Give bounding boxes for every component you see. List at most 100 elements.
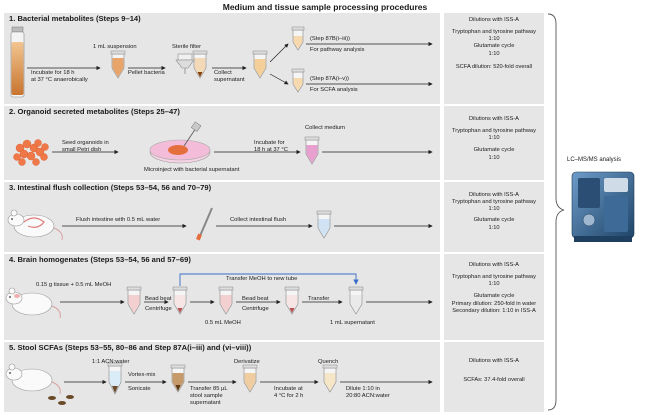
- mouse-icon: [7, 209, 63, 241]
- dilution-line: 1:10: [488, 281, 500, 288]
- dilution-panel-1: Dilutions with ISS-A Tryptophan and tyro…: [444, 13, 544, 104]
- label-microinject: Microinject with bacterial supernatant: [144, 167, 240, 173]
- dilution-line: Dilutions with ISS-A: [469, 116, 519, 122]
- label-flush: Flush intestine with 0.5 mL water: [76, 217, 161, 223]
- section-5-graphics: [5, 362, 433, 405]
- microtube-icon: [110, 50, 126, 79]
- section-band-2: 2. Organoid secreted metabolites (Steps …: [4, 106, 440, 180]
- dilution-line: Tryptophan and tyrosine pathway: [452, 128, 536, 135]
- petri-dish-icon: [149, 121, 211, 164]
- mouse-icon: [5, 287, 61, 319]
- flush-tube-icon: [316, 210, 332, 239]
- label-transfer-85: Transfer 85 µL stool sample supernatant: [190, 386, 228, 406]
- section-title-3: 3. Intestinal flush collection (Steps 53…: [9, 183, 212, 192]
- dilution-line: SCFAs: 37.4-fold overall: [463, 377, 525, 384]
- stool-supernatant-tube-icon: [170, 364, 186, 393]
- dilution-line: Secondary dilution: 1:10 in ISS-A: [452, 307, 536, 314]
- stool-tube-icon: [107, 362, 123, 395]
- section-band-1: 1. Bacterial metabolites (Steps 9–14): [4, 13, 440, 104]
- label-centrifuge-2: Centrifuge: [242, 306, 269, 312]
- label-pellet: Pellet bacteria: [128, 70, 165, 76]
- dilution-line: Tryptophan and tyrosine pathway: [452, 29, 536, 36]
- label-meoh: 0.5 mL MeOH: [205, 320, 241, 326]
- supernatant-tube-icon: [252, 50, 268, 79]
- dilution-line: 1:10: [488, 50, 500, 57]
- section-3-graphics: [7, 207, 433, 241]
- stool-pellets-icon: [48, 395, 74, 405]
- dilution-line: 1:10: [488, 135, 500, 142]
- section-4-graphics: [5, 273, 433, 319]
- dilution-line: Dilutions with ISS-A: [469, 17, 519, 23]
- label-incubate-4c: Incubate at 4 °C for 2 h: [274, 386, 304, 399]
- section-band-3: 3. Intestinal flush collection (Steps 53…: [4, 182, 440, 252]
- label-incubate-18h: Incubate for 18 h at 37 °C: [254, 140, 288, 153]
- quench-tube-icon: [322, 364, 338, 393]
- label-transfer: Transfer: [308, 296, 330, 302]
- dilution-panel-4: Dilutions with ISS-A Tryptophan and tyro…: [444, 254, 544, 340]
- label-suspension: 1 mL suspension: [93, 44, 137, 50]
- label-collect-flush: Collect intestinal flush: [230, 217, 287, 223]
- dilution-line: 1:10: [488, 36, 500, 43]
- label-step-87a: (Step 87A(i–v)): [310, 76, 349, 82]
- dilution-line: Dilutions with ISS-A: [469, 262, 519, 268]
- label-beadbeat-1: Bead beat: [145, 296, 172, 302]
- dilution-line: Primary dilution: 250-fold in water: [451, 300, 537, 307]
- section-1-graphics: [10, 26, 433, 98]
- label-vortex: Vortex-mix: [128, 372, 156, 378]
- syringe-filter-icon: [175, 53, 195, 74]
- medium-tube-icon: [304, 136, 320, 165]
- dilution-panel-5: Dilutions with ISS-A SCFAs: 37.4-fold ov…: [444, 342, 544, 412]
- brace-icon: [547, 13, 565, 411]
- organoid-cluster-icon: [13, 139, 49, 166]
- label-1ml-supernatant: 1 mL supernatant: [330, 320, 375, 326]
- dilution-line: Dilutions with ISS-A: [469, 192, 519, 198]
- section-2-graphics: [13, 121, 433, 166]
- centrifuged-tube-icon: [172, 286, 188, 315]
- dilution-line: Glutamate cycle: [473, 43, 515, 50]
- pipette-icon: [196, 207, 213, 241]
- label-filter: Sterile filter: [172, 44, 201, 50]
- label-centrifuge-1: Centrifuge: [145, 306, 172, 312]
- lcms-instrument-icon: [571, 171, 635, 242]
- section-title-4: 4. Brain homogenates (Steps 53–54, 56 an…: [9, 255, 191, 264]
- dilution-line: Glutamate cycle: [473, 147, 515, 154]
- figure-title: Medium and tissue sample processing proc…: [222, 2, 428, 12]
- section-title-2: 2. Organoid secreted metabolites (Steps …: [9, 107, 180, 116]
- pathway-tube-icon: [291, 26, 305, 51]
- dilution-line: 1:10: [488, 154, 500, 161]
- dilution-line: Tryptophan and tyrosine pathway: [452, 199, 536, 206]
- label-pathway-analysis: For pathway analysis: [310, 47, 365, 53]
- dilution-line: Tryptophan and tyrosine pathway: [452, 274, 536, 281]
- scfa-tube-icon: [291, 68, 305, 93]
- dilution-line: Glutamate cycle: [473, 217, 515, 224]
- dilution-line: Glutamate cycle: [473, 293, 515, 300]
- label-derivatize: Derivatize: [234, 359, 260, 365]
- lcms-label: LC–MS/MS analysis: [567, 157, 622, 163]
- dilution-panel-2: Dilutions with ISS-A Tryptophan and tyro…: [444, 106, 544, 180]
- dilution-line: 1:10: [488, 224, 500, 231]
- centrifuged-tube-2-icon: [284, 286, 300, 315]
- label-quench: Quench: [318, 359, 339, 365]
- section-title-5: 5. Stool SCFAs (Steps 53–55, 80–86 and S…: [9, 343, 252, 352]
- mouse-icon: [5, 363, 61, 395]
- label-scfa-analysis: For SCFA analysis: [310, 87, 358, 93]
- dilution-line: Dilutions with ISS-A: [469, 358, 519, 364]
- section-title-1: 1. Bacterial metabolites (Steps 9–14): [9, 14, 141, 23]
- homogenate-tube-icon: [126, 286, 142, 315]
- label-transfer-meoh: Transfer MeOH to new tube: [226, 276, 298, 282]
- pellet-tube-icon: [192, 50, 208, 79]
- dilution-line: 1:10: [488, 206, 500, 213]
- dilution-panel-3: Dilutions with ISS-A Tryptophan and tyro…: [444, 182, 544, 252]
- label-step-87b: (Step 87B(i–iii)): [310, 36, 350, 42]
- label-seed: Seed organoids in small Petri dish: [62, 140, 109, 153]
- label-tissue: 0.15 g tissue + 0.5 mL MeOH: [36, 282, 112, 288]
- label-beadbeat-2: Bead beat: [242, 296, 269, 302]
- section-band-5: 5. Stool SCFAs (Steps 53–55, 80–86 and S…: [4, 342, 440, 412]
- label-sonicate: Sonicate: [128, 386, 151, 392]
- label-collect-medium: Collect medium: [305, 125, 345, 131]
- culture-tube-icon: [10, 26, 25, 98]
- label-dilute: Dilute 1:10 in 20:80 ACN:water: [346, 386, 390, 399]
- label-acn: 1:1 ACN:water: [92, 359, 130, 365]
- label-collect-supernatant: Collect supernatant: [214, 70, 245, 83]
